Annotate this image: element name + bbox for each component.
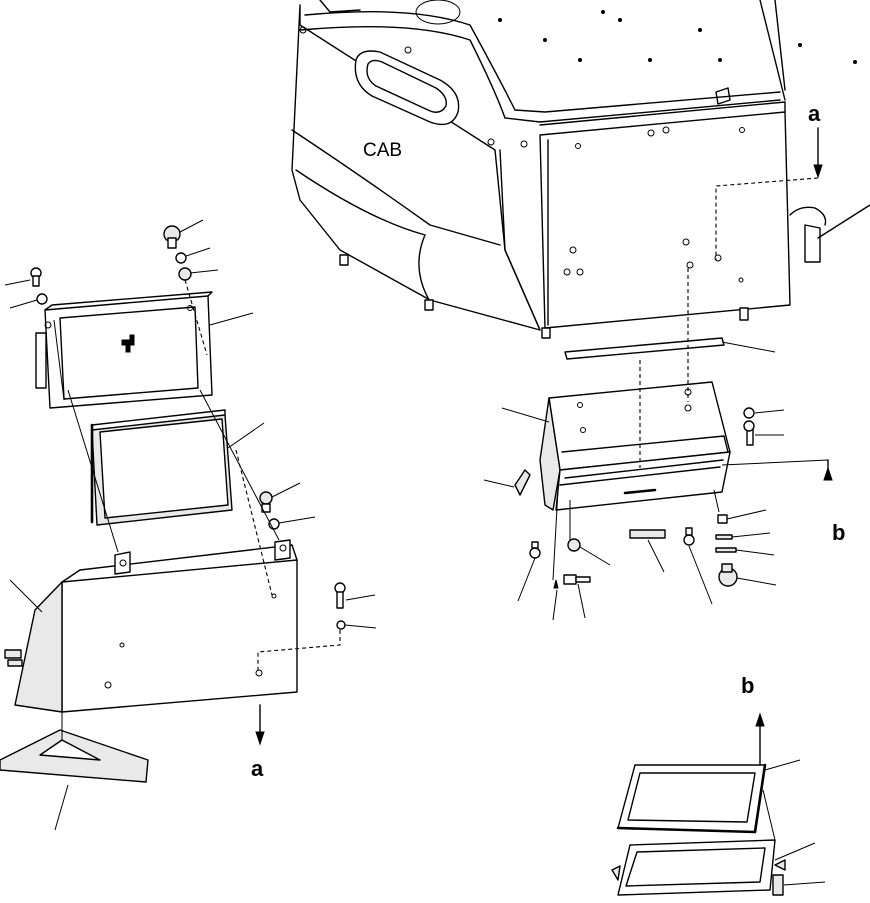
label-a-bottom: a — [251, 756, 264, 781]
reference-arrow-a-top — [715, 127, 823, 260]
label-a-top: a — [808, 101, 821, 126]
duct-assembly-right — [483, 268, 833, 621]
filter-assembly-bottom-right — [611, 712, 826, 896]
duct-assembly-left — [0, 219, 377, 831]
label-b-right: b — [832, 520, 845, 545]
cab-label: CAB — [363, 140, 402, 161]
cab-body — [291, 0, 870, 339]
label-b-lower: b — [741, 673, 754, 698]
